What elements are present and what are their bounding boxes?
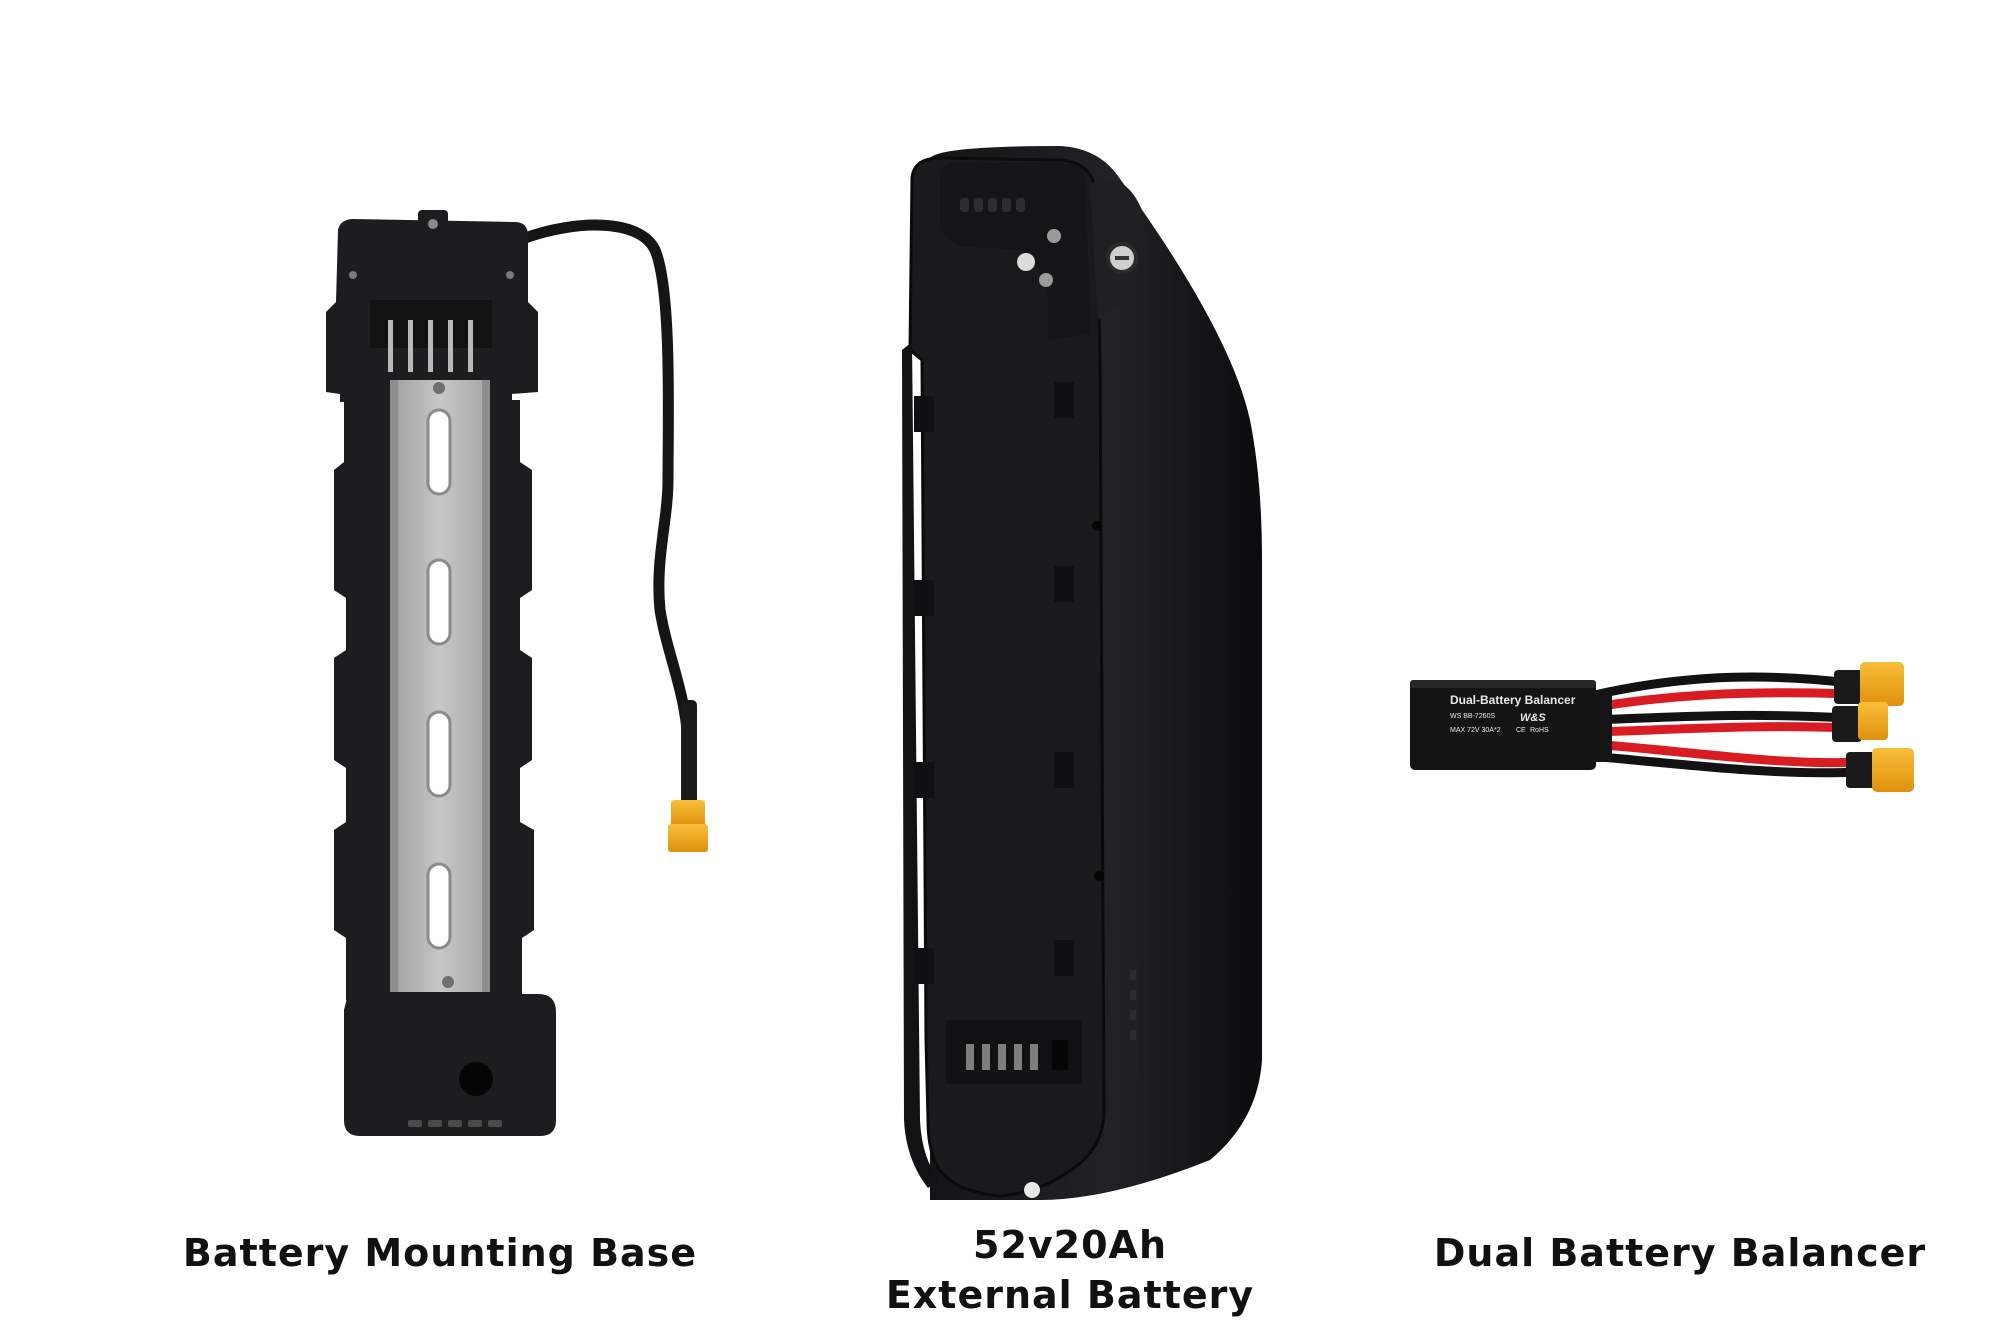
caption-line-type: External Battery	[885, 1273, 1255, 1317]
dual-battery-balancer: Dual-Battery Balancer WS BB-7260S W&S MA…	[1410, 662, 1914, 792]
base-vent-slots	[408, 1120, 502, 1127]
base-cable	[519, 219, 696, 806]
caption-text: Dual Battery Balancer	[1433, 1231, 1927, 1275]
battery-mounting-base	[326, 210, 708, 1136]
battery-edge-strip	[902, 342, 940, 1188]
balancer-xt-connector-2	[1832, 702, 1888, 742]
balancer-printed-label: Dual-Battery Balancer WS BB-7260S W&S MA…	[1450, 693, 1576, 734]
external-battery	[902, 146, 1262, 1200]
balancer-xt-connector-1	[1834, 662, 1904, 706]
battery-top-contacts	[960, 198, 1025, 212]
base-bottom-cap	[344, 994, 556, 1136]
base-rail-slots	[426, 408, 452, 950]
balancer-label-ce: CE	[1516, 727, 1526, 734]
battery-bottom-connector	[946, 1020, 1082, 1084]
base-lock-hole	[459, 1062, 493, 1096]
balancer-label-rohs: RoHS	[1530, 727, 1549, 734]
balancer-label-brand: W&S	[1520, 712, 1546, 724]
battery-clip-notches	[914, 382, 1074, 984]
balancer-label-line2: WS BB-7260S	[1450, 713, 1495, 720]
base-xt-connector	[668, 800, 708, 852]
balancer-label-line3: MAX 72V 30A*2	[1450, 727, 1501, 734]
base-cable-sleeve	[681, 700, 697, 805]
balancer-label-line1: Dual-Battery Balancer	[1450, 693, 1576, 707]
base-contact-pins	[370, 300, 492, 372]
caption-text: Battery Mounting Base	[182, 1231, 698, 1275]
caption-dual-battery-balancer: Dual Battery Balancer	[1420, 1228, 1940, 1278]
balancer-module-box	[1410, 680, 1596, 770]
battery-level-indicator	[1128, 960, 1138, 1080]
balancer-xt-connector-3	[1846, 748, 1914, 792]
caption-battery-mounting-base: Battery Mounting Base	[180, 1228, 700, 1278]
balancer-wires	[1585, 672, 1860, 778]
caption-line-capacity: 52v20Ah	[973, 1223, 1167, 1267]
caption-external-battery: 52v20Ah External Battery	[870, 1220, 1270, 1320]
